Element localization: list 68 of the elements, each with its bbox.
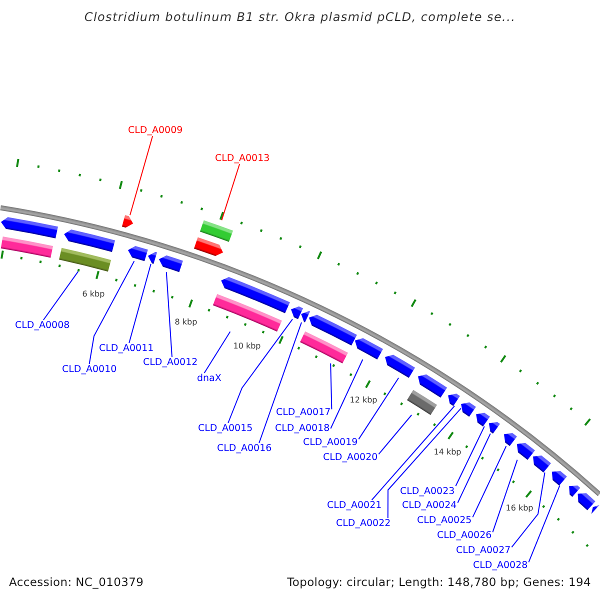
- gene-feature: [516, 442, 535, 460]
- gene-label: CLD_A0021: [327, 500, 382, 511]
- gene-label: CLD_A0013: [215, 153, 270, 164]
- leader-line: [228, 318, 293, 424]
- map-title: Clostridium botulinum B1 str. Okra plasmid pCLD, complete se...: [84, 10, 516, 24]
- gene-label: CLD_A0010: [62, 364, 117, 375]
- scale-label: 6 kbp: [82, 289, 105, 298]
- leader-line: [258, 322, 302, 444]
- gene-label: CLD_A0023: [400, 486, 455, 497]
- gene-feature: [385, 354, 416, 378]
- leader-line: [472, 446, 507, 518]
- leader-line: [166, 272, 172, 358]
- gene-feature: [301, 311, 310, 322]
- leader-line: [492, 459, 518, 533]
- leader-line: [378, 414, 412, 455]
- gene-label: CLD_A0017: [276, 407, 331, 418]
- leader-line: [88, 260, 135, 364]
- gene-feature: [122, 215, 134, 228]
- leader-line: [455, 426, 485, 486]
- gene-label: CLD_A0018: [275, 423, 330, 434]
- gene-label: CLD_A0026: [437, 530, 492, 541]
- leader-line: [511, 472, 546, 548]
- leader-line: [130, 136, 154, 216]
- leader-line: [387, 408, 462, 518]
- gene-label: CLD_A0022: [336, 518, 391, 529]
- scale-label: 16 kbp: [506, 503, 534, 512]
- gene-feature: [504, 433, 517, 446]
- gene-label: CLD_A0025: [417, 515, 472, 526]
- leader-line: [330, 359, 364, 429]
- leader-line: [128, 263, 152, 344]
- gene-label: CLD_A0028: [473, 560, 528, 571]
- gene-label: CLD_A0015: [198, 423, 253, 434]
- gene-feature: [533, 456, 551, 473]
- gene-feature: [354, 338, 384, 360]
- genome-summary-text: Topology: circular; Length: 148,780 bp; Genes: 194: [287, 576, 591, 589]
- gene-feature: [569, 486, 580, 497]
- gene-label: CLD_A0012: [143, 357, 198, 368]
- leader-line: [528, 485, 560, 563]
- gene-feature: [552, 470, 567, 486]
- scale-label: 10 kbp: [233, 342, 261, 350]
- leader-line: [330, 362, 332, 410]
- scale-label: 14 kbp: [434, 447, 462, 456]
- leader-line: [204, 331, 231, 374]
- scale-label: 12 kbp: [350, 395, 378, 404]
- gene-feature: [488, 422, 500, 434]
- gene-label: CLD_A0008: [15, 320, 70, 331]
- gene-label: CLD_A0024: [402, 500, 457, 511]
- leader-line: [221, 164, 240, 221]
- gene-label: CLD_A0019: [303, 437, 358, 448]
- gene-label: CLD_A0016: [217, 443, 272, 454]
- leader-line: [371, 406, 455, 500]
- gene-feature: [148, 252, 158, 264]
- gene-feature: [448, 394, 460, 406]
- gene-feature: [290, 306, 304, 320]
- gene-label: CLD_A0011: [99, 343, 154, 354]
- gene-feature: [578, 493, 596, 510]
- gene-label: dnaX: [197, 373, 222, 384]
- leader-line: [42, 271, 79, 320]
- accession-text: Accession: NC_010379: [9, 576, 144, 589]
- gene-feature: [461, 402, 476, 417]
- leader-line: [358, 377, 400, 440]
- leader-line: [457, 433, 491, 504]
- gene-label: CLD_A0009: [128, 125, 183, 136]
- gene-label: CLD_A0027: [456, 545, 511, 556]
- gene-feature: [476, 412, 490, 426]
- scale-label: 8 kbp: [174, 318, 198, 326]
- gene-label: CLD_A0020: [323, 452, 378, 463]
- gene-feature: [591, 505, 600, 514]
